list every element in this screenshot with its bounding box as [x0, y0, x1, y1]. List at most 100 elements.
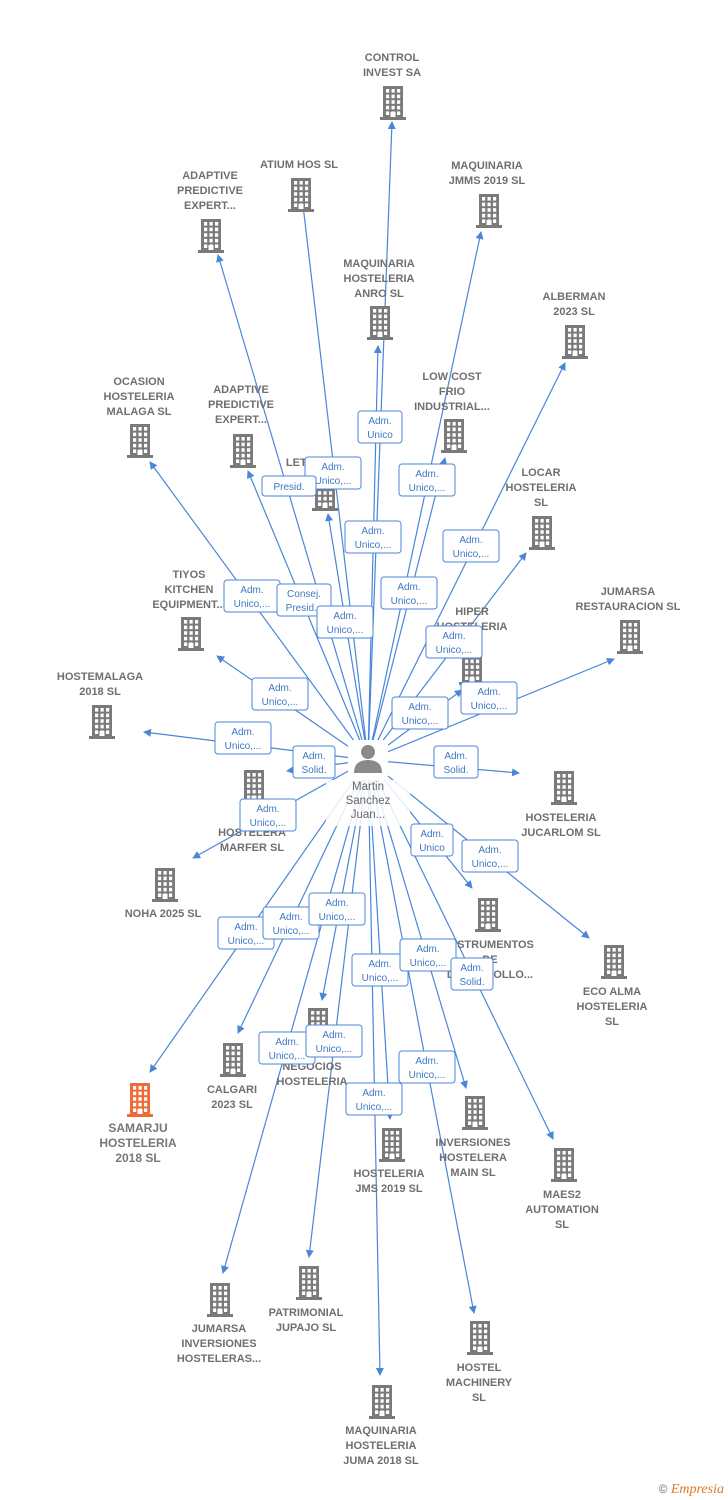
edge-label[interactable]: Adm.Unico,... [251, 677, 309, 711]
building-icon [288, 178, 314, 212]
svg-text:Adm.Unico,...: Adm.Unico,... [269, 1037, 306, 1062]
edge-label[interactable]: Adm.Unico,... [461, 839, 519, 873]
building-icon [127, 424, 153, 458]
svg-text:Adm.Unico,...: Adm.Unico,... [228, 922, 265, 947]
building-icon [380, 86, 406, 120]
edge-label[interactable]: Adm.Unico,... [380, 576, 438, 610]
building-icon [462, 1096, 488, 1130]
edge-label[interactable]: Adm.Unico,... [460, 681, 518, 715]
svg-text:Adm.Unico,...: Adm.Unico,... [355, 526, 392, 551]
edge-label[interactable]: Presid. [261, 475, 317, 497]
edge-label[interactable]: Adm.Unico,... [304, 456, 362, 490]
building-icon [476, 194, 502, 228]
edge-label[interactable]: Adm.Unico,... [425, 625, 483, 659]
edge-label[interactable]: Adm.Unico,... [398, 463, 456, 497]
svg-text:Presid.: Presid. [273, 482, 304, 493]
svg-text:Adm.Unico,...: Adm.Unico,... [409, 1056, 446, 1081]
svg-text:Adm.Unico,...: Adm.Unico,... [391, 582, 428, 607]
building-icon [441, 419, 467, 453]
edge-label[interactable]: Adm.Unico,... [305, 1024, 363, 1058]
building-icon [207, 1283, 233, 1317]
edge-label[interactable]: Adm.Unico,... [214, 721, 272, 755]
edge-label[interactable]: Adm.Solid. [433, 745, 479, 779]
building-icon [601, 945, 627, 979]
svg-text:Adm.Unico,...: Adm.Unico,... [273, 912, 310, 937]
svg-text:Adm.Unico,...: Adm.Unico,... [319, 898, 356, 923]
svg-text:Adm.Solid.: Adm.Solid. [443, 751, 468, 776]
edge-label[interactable]: Adm.Unico [357, 410, 403, 444]
svg-text:Adm.Unico: Adm.Unico [419, 829, 445, 854]
edge-label[interactable]: Adm.Unico,... [398, 1050, 456, 1084]
svg-text:Adm.Unico,...: Adm.Unico,... [453, 535, 490, 560]
building-icon [367, 306, 393, 340]
edge-adaptive-1 [216, 254, 369, 761]
edge-label[interactable]: Adm.Unico,... [308, 892, 366, 926]
edge-label[interactable]: Adm.Unico,... [391, 696, 449, 730]
company-node-noha[interactable]: NOHA 2025 SL [125, 868, 202, 920]
building-icon [152, 868, 178, 902]
edge-label[interactable]: Adm.Unico,... [316, 605, 374, 639]
edge-label[interactable]: Adm.Unico [410, 823, 454, 857]
edge-label[interactable]: Adm.Solid. [292, 745, 336, 779]
edge-label[interactable]: Adm.Unico,... [442, 529, 500, 563]
building-icon [379, 1128, 405, 1162]
edge-label[interactable]: Adm.Solid. [450, 957, 494, 991]
company-label: ATIUM HOS SL [260, 159, 338, 171]
edge-labels-layer: Adm.UnicoAdm.Unico,...Presid.Adm.Unico,.… [214, 410, 519, 1116]
edge-label[interactable]: Adm.Unico,... [345, 1082, 403, 1116]
edge-label[interactable]: Adm.Unico,... [344, 520, 402, 554]
edge-label[interactable]: Adm.Unico,... [223, 579, 281, 613]
building-icon [220, 1043, 246, 1077]
edge-label[interactable]: Adm.Unico,... [351, 953, 409, 987]
edge-label[interactable]: Adm.Unico,... [399, 938, 457, 972]
edge-jumarsa-inv [221, 759, 369, 1274]
edge-label[interactable]: Adm.Unico,... [239, 798, 297, 832]
building-icon [617, 620, 643, 654]
building-icon [198, 219, 224, 253]
svg-text:Adm.Unico,...: Adm.Unico,... [472, 845, 509, 870]
svg-text:Adm.Unico,...: Adm.Unico,... [410, 944, 447, 969]
building-icon [89, 705, 115, 739]
edge-maquinaria-juma [367, 759, 384, 1376]
svg-text:Adm.Unico,...: Adm.Unico,... [362, 959, 399, 984]
svg-text:Adm.Unico,...: Adm.Unico,... [471, 687, 508, 712]
company-node-atium-hos[interactable]: ATIUM HOS SL [260, 159, 338, 212]
